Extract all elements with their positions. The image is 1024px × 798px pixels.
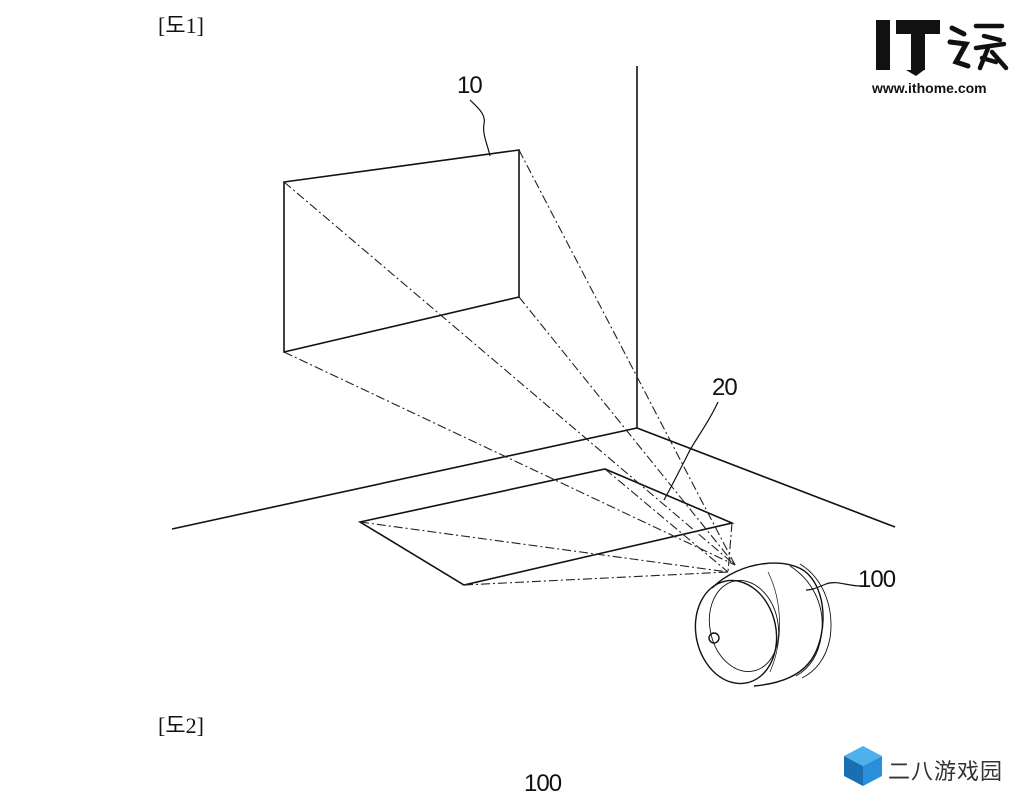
wall-screen [283,149,520,354]
ray-wall-bottom-right [518,296,736,566]
ref-numeral-100: 100 [858,566,896,593]
ray-wall-bottom-left [283,351,736,566]
ray-floor-front [463,571,729,586]
ray-wall-top-right [518,149,736,566]
ref-numeral-100-fig2: 100 [524,770,562,797]
leader-100 [805,582,861,591]
site-name: 二八游戏园 [888,760,1004,785]
ray-floor-left [359,521,729,573]
figure-1-label: [도1] [158,13,204,38]
leader-20 [663,401,719,501]
site-logo: 二八游戏园 [842,744,1022,790]
projector-device [694,562,832,687]
figure-2-label: [도2] [158,713,204,738]
floor-wall-right-line [636,427,896,528]
ray-floor-back [604,468,729,573]
ref-numeral-10: 10 [457,72,483,99]
ithome-logo-mark [876,20,1009,76]
floor-projection [357,468,735,586]
ithome-logo: www.ithome.com [872,18,1012,108]
ithome-url: www.ithome.com [872,80,987,96]
cube-icon [844,746,882,786]
ref-numeral-20: 20 [712,374,738,401]
floor-wall-left-line [171,427,638,530]
ray-floor-right [727,522,733,573]
ray-wall-top-left [283,181,736,566]
leader-10 [469,99,491,157]
